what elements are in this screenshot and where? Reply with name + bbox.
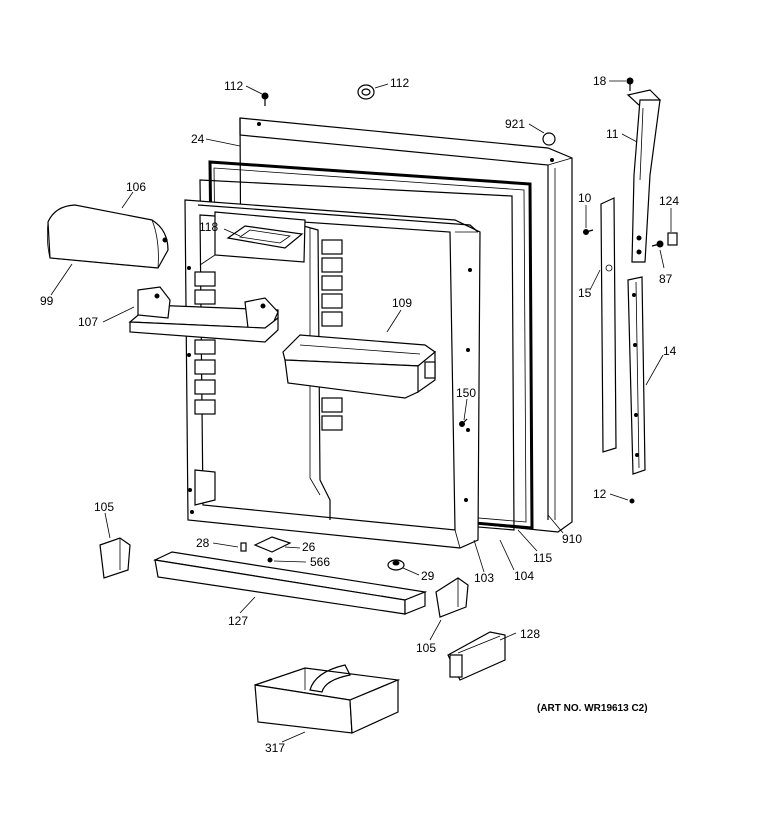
screw-150 — [459, 418, 468, 427]
label-12: 12 — [593, 487, 607, 501]
label-104: 104 — [514, 569, 534, 583]
hinge-cover-105-right — [435, 577, 469, 618]
label-566: 566 — [310, 555, 330, 569]
part-28 — [240, 542, 247, 552]
label-128: 128 — [520, 627, 540, 641]
label-26: 26 — [302, 540, 316, 554]
screw-87 — [651, 240, 664, 248]
kick-plate-127 — [152, 551, 428, 615]
label-118: 118 — [199, 220, 218, 234]
bracket-124 — [667, 232, 678, 246]
label-28: 28 — [196, 536, 210, 550]
dairy-shelf-107 — [128, 286, 279, 343]
leader-lines — [50, 80, 672, 743]
label-127: 127 — [228, 614, 248, 628]
dairy-cover-106 — [46, 204, 169, 269]
bin-128 — [447, 631, 506, 681]
label-105-left: 105 — [94, 500, 114, 514]
label-24: 24 — [191, 132, 205, 146]
label-87: 87 — [659, 272, 673, 286]
butter-door-118 — [226, 225, 304, 249]
screw-566 — [267, 557, 273, 563]
screw-112-left — [261, 92, 269, 106]
hinge-11 — [626, 89, 662, 263]
part-26 — [253, 536, 292, 553]
part-labels: 112 112 18 921 24 11 106 118 10 124 99 1… — [40, 74, 679, 755]
label-14: 14 — [663, 344, 677, 358]
part-29 — [387, 559, 405, 571]
label-103: 103 — [474, 571, 494, 585]
screw-18 — [626, 77, 634, 91]
screw-12 — [629, 498, 635, 504]
label-317: 317 — [265, 741, 285, 755]
label-11: 11 — [606, 127, 619, 141]
label-15: 15 — [578, 286, 592, 300]
strip-15 — [600, 197, 617, 453]
label-109: 109 — [392, 296, 412, 310]
label-112-right: 112 — [390, 76, 409, 90]
label-921: 921 — [505, 117, 525, 131]
art-number: (ART NO. WR19613 C2) — [537, 703, 648, 714]
label-105-right: 105 — [416, 641, 436, 655]
label-115: 115 — [533, 551, 552, 565]
label-29: 29 — [421, 569, 435, 583]
label-150: 150 — [456, 386, 476, 400]
label-112-left: 112 — [224, 79, 243, 93]
label-18: 18 — [593, 74, 607, 88]
label-99: 99 — [40, 294, 54, 308]
label-910: 910 — [562, 532, 582, 546]
hinge-cover-105-left — [99, 537, 131, 579]
label-124: 124 — [659, 194, 679, 208]
label-107: 107 — [78, 315, 98, 329]
label-10: 10 — [578, 191, 592, 205]
label-106: 106 — [126, 180, 146, 194]
door-bin-109 — [282, 334, 436, 399]
handle-14 — [627, 276, 646, 475]
plug-112-right — [357, 84, 375, 100]
bin-317 — [254, 664, 401, 734]
screw-10 — [583, 229, 594, 235]
